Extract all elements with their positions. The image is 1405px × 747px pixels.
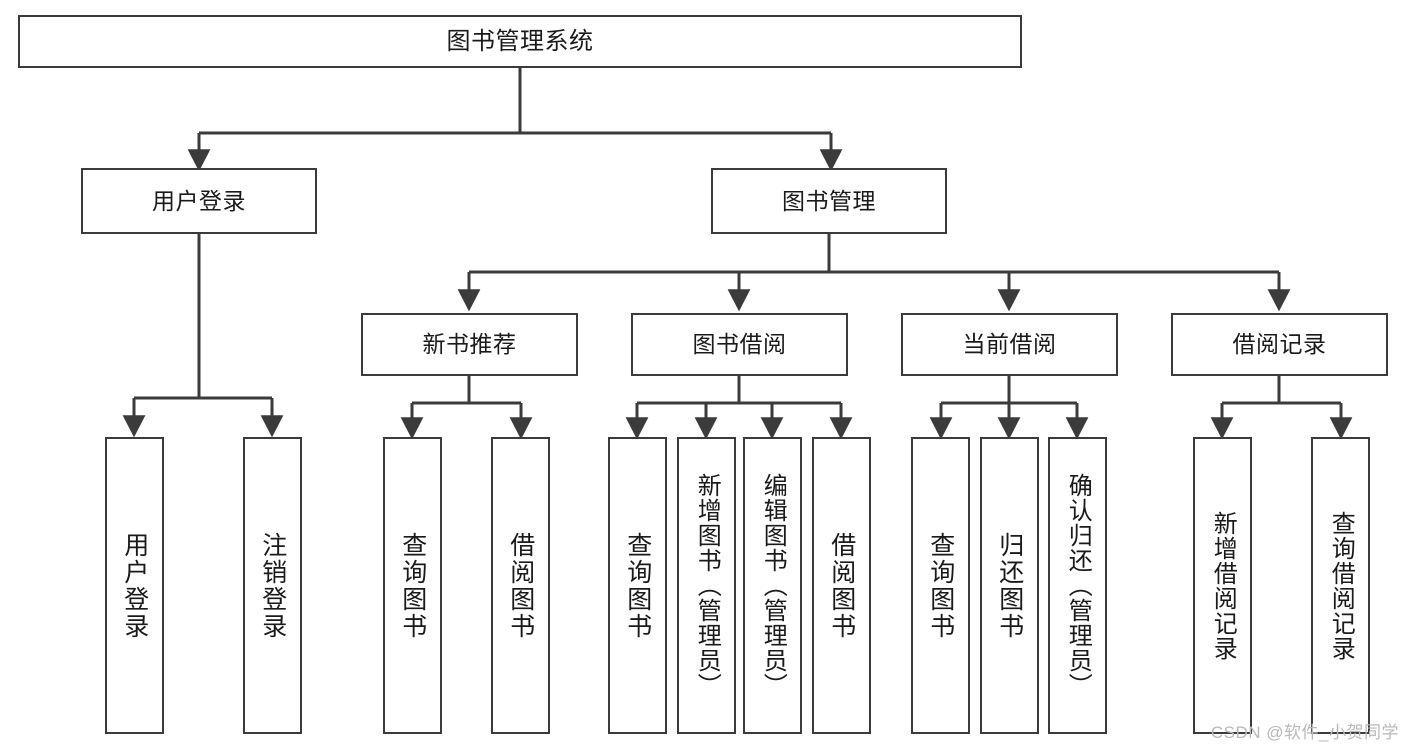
node-root-system[interactable]: 图书管理系统	[18, 15, 1022, 68]
leaf-new-book-borrow[interactable]: 借阅图书	[491, 437, 550, 734]
node-user-login[interactable]: 用户登录	[81, 168, 317, 234]
node-book-borrow[interactable]: 图书借阅	[631, 313, 848, 376]
node-borrow-record[interactable]: 借阅记录	[1171, 313, 1388, 376]
node-label: 借阅图书	[827, 531, 856, 640]
leaf-borrow-record-add[interactable]: 新增借阅记录	[1193, 437, 1252, 734]
node-label: 查询图书	[926, 531, 955, 640]
leaf-book-borrow-edit[interactable]: 编辑图书（管理员）	[743, 437, 802, 734]
node-new-book-recommend[interactable]: 新书推荐	[361, 313, 578, 376]
leaf-borrow-record-query[interactable]: 查询借阅记录	[1311, 437, 1370, 734]
node-label: 图书管理	[782, 187, 876, 214]
node-label: 图书借阅	[692, 331, 787, 358]
node-label: 注销登录	[258, 531, 287, 640]
leaf-book-borrow-borrow[interactable]: 借阅图书	[812, 437, 871, 734]
node-label: 用户登录	[120, 531, 149, 640]
node-label: 新增图书（管理员）	[693, 473, 721, 698]
leaf-user-login-login[interactable]: 用户登录	[105, 437, 164, 734]
node-label: 查询图书	[398, 531, 427, 640]
node-label: 用户登录	[152, 187, 246, 214]
leaf-current-borrow-query[interactable]: 查询图书	[911, 437, 970, 734]
leaf-current-borrow-confirm-return[interactable]: 确认归还（管理员）	[1048, 437, 1107, 734]
node-label: 新书推荐	[422, 331, 517, 358]
node-book-management[interactable]: 图书管理	[711, 168, 947, 234]
node-label: 新增借阅记录	[1209, 510, 1237, 661]
node-label: 图书管理系统	[446, 27, 594, 55]
node-label: 归还图书	[995, 531, 1024, 640]
node-label: 编辑图书（管理员）	[759, 473, 787, 698]
node-label: 当前借阅	[962, 331, 1057, 358]
node-label: 借阅图书	[506, 531, 535, 640]
node-label: 确认归还（管理员）	[1064, 473, 1092, 698]
node-label: 借阅记录	[1232, 331, 1327, 358]
leaf-current-borrow-return[interactable]: 归还图书	[980, 437, 1039, 734]
node-label: 查询图书	[623, 531, 652, 640]
leaf-book-borrow-add[interactable]: 新增图书（管理员）	[677, 437, 736, 734]
leaf-user-login-logout[interactable]: 注销登录	[243, 437, 302, 734]
node-current-borrow[interactable]: 当前借阅	[901, 313, 1118, 376]
csdn-watermark: CSDN @软件_小贺同学	[1210, 723, 1399, 742]
leaf-new-book-query[interactable]: 查询图书	[383, 437, 442, 734]
node-label: 查询借阅记录	[1327, 510, 1355, 661]
leaf-book-borrow-query[interactable]: 查询图书	[608, 437, 667, 734]
